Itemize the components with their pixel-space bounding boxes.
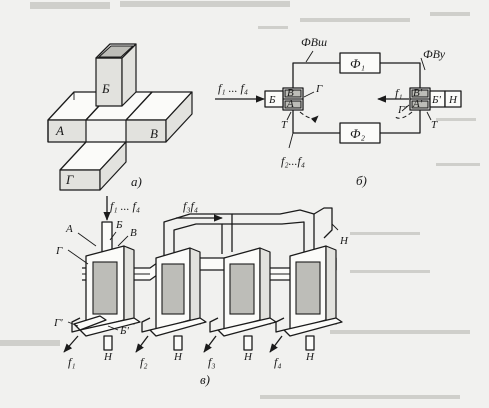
- panel-v-port-g: Г: [55, 245, 63, 257]
- left-junction-lower: [284, 100, 302, 109]
- panel-b-right-port-b: Б': [431, 94, 441, 106]
- panel-v-output-1: f₁: [68, 355, 76, 369]
- path-bottom-right: [380, 110, 421, 134]
- path-bottom-left: [292, 110, 340, 134]
- panel-a-label-b: Б: [101, 81, 110, 96]
- panel-b-left-port-b: Б: [268, 94, 276, 106]
- panel-a-label-a: А: [55, 123, 64, 138]
- panel-b-right-load: Н: [448, 94, 458, 106]
- panel-b-left-port-g: Г: [315, 83, 323, 95]
- panel-b-label-f2: Ф₂: [350, 126, 365, 141]
- left-junction-upper: [284, 89, 302, 98]
- filter-f1-box: [339, 52, 381, 74]
- panel-v-output-2: f₂: [140, 355, 148, 369]
- channel-4: [275, 245, 343, 351]
- panel-v-load-top: Н: [339, 235, 349, 247]
- panel-v-cascade: [63, 196, 343, 353]
- panel-b-right-port-t: Т: [431, 119, 438, 131]
- channel-3: [209, 247, 277, 351]
- panel-v-port-a: А: [65, 223, 73, 235]
- panel-v-port-b: Б: [115, 219, 123, 231]
- panel-v-port-b-prime: Б': [119, 325, 129, 337]
- arm-b-mouth: [97, 45, 135, 58]
- path-top-right: [380, 62, 421, 88]
- panel-b-left-port-a: А: [286, 98, 294, 110]
- channel-2: [141, 247, 207, 351]
- panel-a-caption: а): [131, 174, 142, 189]
- panel-b-caption: б): [356, 173, 367, 188]
- right-junction-upper: [411, 89, 429, 98]
- arm-a-front: [47, 119, 87, 143]
- panel-b-label-fvsh: ФВш: [301, 35, 327, 49]
- panel-b-output-f1: f₁: [395, 86, 403, 100]
- top-right-stub: [313, 207, 333, 239]
- panel-b-left-port-v: В: [287, 87, 294, 99]
- panel-a-label-g: Г: [65, 172, 74, 187]
- path-top-left: [292, 62, 340, 88]
- panel-b-input-freqs: f₁ ... f₄: [218, 81, 248, 95]
- panel-b-right-port-v: В': [413, 87, 423, 99]
- panel-v-caption: в): [200, 372, 210, 387]
- panel-v-output-4: f₄: [274, 355, 282, 369]
- scan-artifacts: [0, 1, 480, 399]
- output-stub-1: [73, 315, 107, 331]
- arm-g-side: [99, 141, 127, 191]
- right-load: [444, 90, 462, 108]
- panel-v-port-g-prime: Г': [53, 317, 63, 329]
- panel-v-input-freqs: f₁ ... f₄: [110, 199, 140, 213]
- panel-v-port-v: В: [130, 227, 137, 239]
- right-junction-lower: [411, 100, 429, 109]
- panel-a-label-v: В: [150, 126, 158, 141]
- arm-v-front: [125, 119, 167, 143]
- filter-f2-box: [339, 122, 381, 144]
- panel-b-label-fvu: ФВу: [423, 47, 446, 61]
- panel-v-load-4: Н: [305, 351, 315, 363]
- panel-a-junction: [47, 43, 193, 191]
- panel-v-load-1: Н: [103, 351, 113, 363]
- top-bypass-inner-2: [222, 221, 305, 254]
- panel-v-output-3: f₃: [208, 355, 216, 369]
- panel-v-load-2: Н: [173, 351, 183, 363]
- panel-b-right-port-a: А': [412, 98, 423, 110]
- panel-v-passthrough-freqs: f₃f₄: [183, 199, 198, 213]
- top-bypass-inner: [173, 223, 223, 262]
- panel-b-schematic: [215, 50, 462, 149]
- panel-b-left-port-t: Т: [281, 119, 288, 131]
- channel-1: [71, 245, 141, 351]
- panel-v-load-3: Н: [243, 351, 253, 363]
- top-bypass-outer: [163, 213, 233, 260]
- left-input-port: [264, 90, 284, 108]
- panel-b-output-freqs: f₂...f₄: [281, 154, 305, 168]
- arm-v-end: [165, 91, 193, 143]
- top-bypass-outer-2: [232, 209, 315, 252]
- panel-b-label-f1: Ф₁: [350, 56, 365, 71]
- panel-b-right-port-g: Г': [397, 104, 407, 116]
